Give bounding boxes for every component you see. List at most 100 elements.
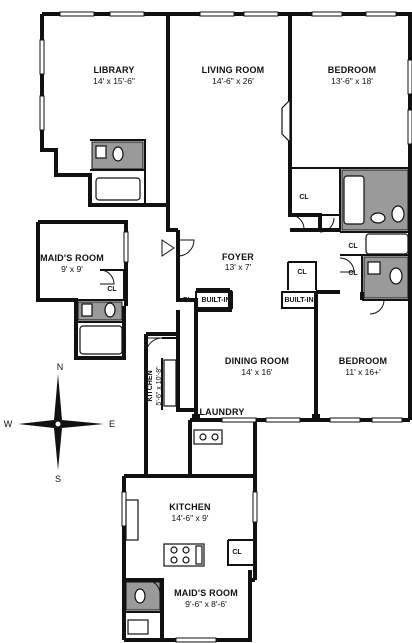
closet-label: CL bbox=[232, 549, 242, 556]
dining-room-label: DINING ROOM bbox=[225, 356, 289, 366]
door-swing bbox=[369, 299, 385, 315]
bedroom-2-closet-walls bbox=[287, 261, 317, 290]
compass-needle-east bbox=[58, 420, 104, 428]
bathtub bbox=[95, 177, 141, 201]
kitchen-label: KITCHEN bbox=[169, 502, 210, 512]
maids-room-1-bath-walls bbox=[76, 269, 125, 323]
window bbox=[175, 637, 217, 643]
washer-drum bbox=[199, 433, 207, 441]
bedroom-1-label: BEDROOM bbox=[328, 65, 376, 75]
fireplace bbox=[281, 98, 291, 144]
built-in-dining bbox=[195, 291, 233, 309]
maids-room-1-walls bbox=[36, 220, 128, 360]
window bbox=[407, 59, 412, 95]
closet-label: CL bbox=[297, 269, 307, 276]
bathtub bbox=[79, 325, 123, 355]
built-in-dining-label: BUILT-IN bbox=[201, 297, 230, 304]
toilet bbox=[389, 267, 403, 285]
room-labels: LIBRARY 14' x 15'-6" LIVING ROOM 14'-6" … bbox=[40, 65, 387, 609]
living-room-dimensions: 14'-6" x 26' bbox=[212, 76, 254, 86]
toilet bbox=[391, 205, 405, 223]
living-room-label: LIVING ROOM bbox=[202, 65, 265, 75]
sink bbox=[95, 145, 107, 159]
library-walls bbox=[40, 12, 170, 207]
window bbox=[407, 109, 412, 145]
window bbox=[123, 231, 129, 263]
foyer-dimensions: 13' x 7' bbox=[225, 262, 252, 272]
compass-needle-west bbox=[18, 420, 58, 428]
door-swing bbox=[99, 269, 115, 285]
bedroom-2-dimensions: 11' x 16+' bbox=[345, 367, 381, 377]
maids-room-2-label: MAID'S ROOM bbox=[174, 588, 238, 598]
kitchen-counter bbox=[163, 359, 177, 407]
maids-room-2-dimensions: 9'-6" x 8'-6' bbox=[185, 599, 227, 609]
window bbox=[365, 11, 397, 17]
windows bbox=[39, 11, 412, 643]
burner bbox=[182, 556, 190, 564]
closet-labels: CL CL CL CL CL CL CL BUILT-IN BUILT-IN bbox=[107, 194, 358, 556]
closet-label: CL bbox=[348, 270, 358, 277]
maids-2-bath-floor bbox=[125, 581, 161, 611]
window bbox=[311, 11, 343, 17]
window bbox=[243, 11, 279, 17]
toilet bbox=[112, 146, 124, 162]
dining-room-dimensions: 14' x 16' bbox=[241, 367, 273, 377]
toilet bbox=[104, 302, 116, 318]
sink bbox=[81, 303, 93, 317]
dryer-drum bbox=[211, 433, 219, 441]
sink bbox=[370, 212, 386, 224]
window bbox=[59, 11, 95, 17]
service-kitchen-partition bbox=[161, 337, 178, 410]
closet-label: CL bbox=[182, 297, 192, 304]
column bbox=[192, 414, 200, 422]
bathtub bbox=[365, 233, 409, 255]
door-swing bbox=[339, 257, 355, 273]
burner bbox=[170, 556, 178, 564]
maids-room-1-label: MAID'S ROOM bbox=[40, 253, 104, 263]
library-dimensions: 14' x 15'-6" bbox=[93, 76, 135, 86]
dining-room-walls bbox=[194, 288, 316, 422]
bedroom-2-label: BEDROOM bbox=[339, 356, 387, 366]
doors bbox=[99, 214, 385, 595]
window bbox=[39, 95, 45, 131]
library-label: LIBRARY bbox=[93, 65, 134, 75]
compass-needle-south bbox=[54, 424, 62, 470]
bedroom-bath-walls bbox=[290, 167, 410, 301]
door-swing bbox=[289, 214, 305, 230]
compass-needle-north bbox=[54, 374, 62, 424]
window bbox=[252, 491, 258, 523]
compass-rose: N S W E bbox=[4, 362, 115, 484]
maids-room-1-dimensions: 9' x 9' bbox=[61, 264, 83, 274]
laundry-walls bbox=[188, 418, 257, 476]
library-bath-walls bbox=[90, 139, 146, 205]
kitchen-sink bbox=[195, 545, 203, 565]
closet-label: CL bbox=[348, 243, 358, 250]
bathtub bbox=[343, 175, 365, 225]
window bbox=[371, 417, 403, 423]
compass-east-label: E bbox=[109, 419, 115, 429]
toilet bbox=[134, 588, 146, 604]
closet-label: CL bbox=[107, 286, 117, 293]
compass-center bbox=[54, 420, 62, 428]
service-kitchen-walls bbox=[144, 310, 196, 476]
foyer-label: FOYER bbox=[222, 252, 254, 262]
sink bbox=[127, 619, 149, 635]
compass-south-label: S bbox=[55, 474, 61, 484]
closet-label: CL bbox=[299, 194, 309, 201]
compass-north-label: N bbox=[57, 362, 64, 372]
service-kitchen-label: KITCHEN bbox=[147, 370, 154, 401]
door-swing bbox=[161, 239, 175, 257]
burner bbox=[182, 546, 190, 554]
kitchen-counter bbox=[125, 499, 139, 541]
kitchen-dimensions: 14'-6" x 9' bbox=[172, 513, 209, 523]
burner bbox=[170, 546, 178, 554]
sink bbox=[367, 261, 381, 275]
kitchen-closet-walls bbox=[227, 539, 255, 566]
laundry-label: LAUNDRY bbox=[199, 407, 244, 417]
bedroom-1-dimensions: 13'-6" x 18' bbox=[331, 76, 373, 86]
window bbox=[109, 11, 145, 17]
living-room-walls bbox=[166, 12, 292, 232]
compass-west-label: W bbox=[4, 419, 13, 429]
window bbox=[265, 417, 301, 423]
